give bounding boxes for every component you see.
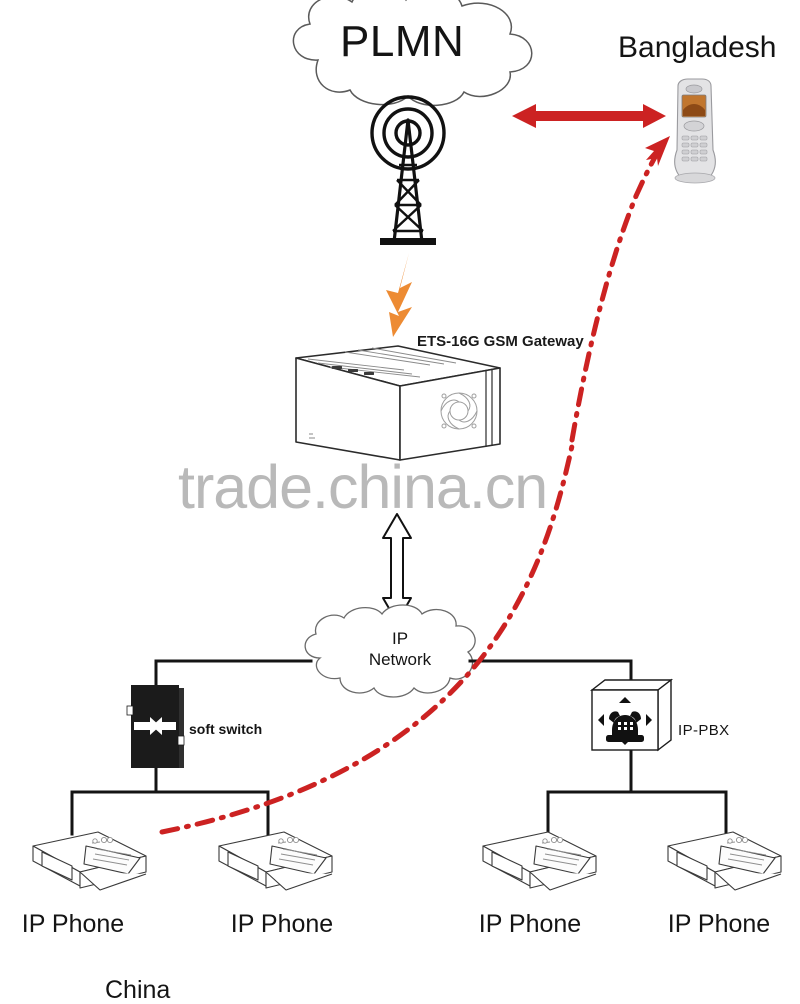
ip-phone-label-1: IP Phone [21, 910, 125, 938]
ip-network-label: IP Network [360, 628, 440, 671]
ip-phone-icon-3 [482, 831, 597, 891]
site-watermark: trade.china.cn [178, 453, 548, 521]
red-double-arrow [512, 104, 666, 128]
bangladesh-label: Bangladesh [618, 31, 777, 64]
cell-tower-icon [370, 95, 446, 245]
lightning-bolt-icon [386, 253, 412, 337]
soft-switch-label: soft switch [189, 721, 263, 737]
ip-phone-label-4: IP Phone [667, 910, 771, 938]
ip-pbx-label: IP-PBX [678, 722, 730, 739]
ip-network-label-line1: IP [391, 629, 409, 648]
ip-phone-label-3: IP Phone [478, 910, 582, 938]
plmn-label: PLMN [340, 17, 465, 66]
ip-phone-icon-2 [218, 831, 333, 891]
china-label: China [105, 976, 171, 1004]
gsm-gateway-label: ETS-16G GSM Gateway [417, 333, 584, 350]
ip-pbx-icon [589, 678, 674, 752]
ip-phone-icon-1 [32, 831, 147, 891]
direction-arrows [598, 697, 652, 745]
ip-network-cloud-shape [304, 604, 476, 698]
call-route-curve [159, 136, 670, 835]
ip-phone-label-2: IP Phone [230, 910, 334, 938]
soft-switch-icon [126, 685, 185, 768]
gsm-gateway-device-icon [295, 345, 501, 461]
mobile-handset-icon [674, 78, 716, 184]
plmn-cloud-shape [292, 0, 533, 107]
ip-network-label-line2: Network [368, 650, 432, 670]
connection-lines [70, 659, 728, 836]
ip-phone-icon-4 [667, 831, 782, 891]
